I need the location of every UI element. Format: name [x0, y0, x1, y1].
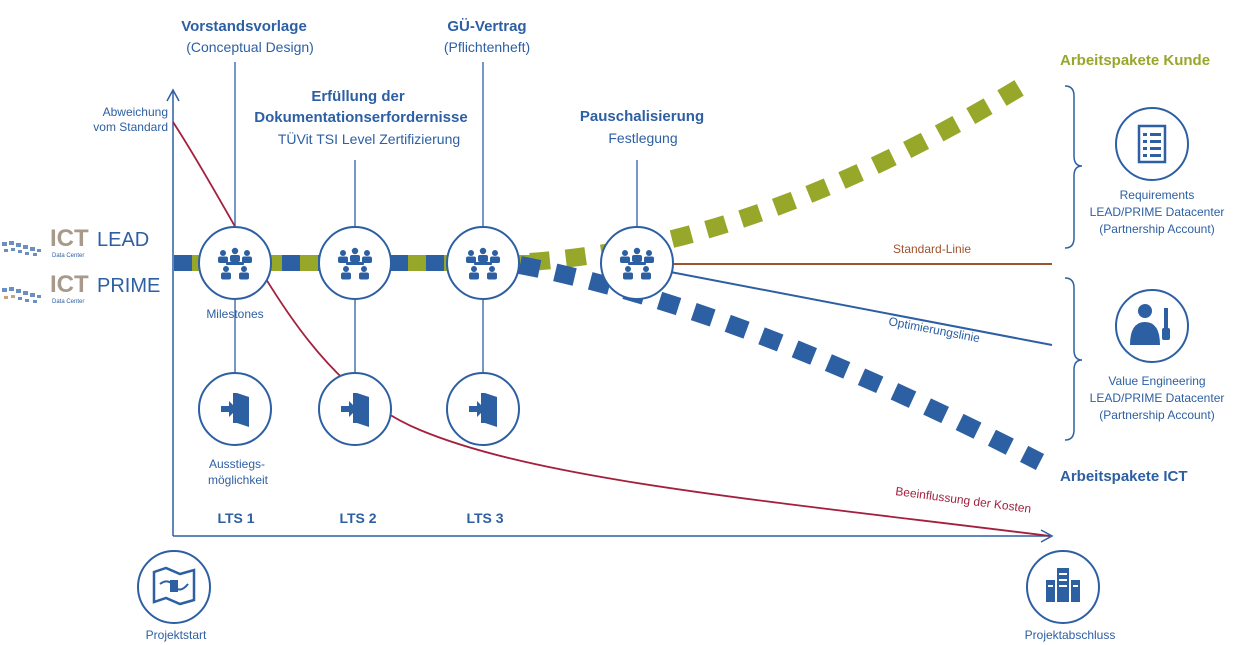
ict-lead-dots-icon — [2, 241, 41, 256]
header-erfuellung-sub: TÜVit TSI Level Zertifizierung — [278, 130, 460, 147]
brace-top-icon — [1064, 85, 1083, 249]
header-vorstandsvorlage-sub: (Conceptual Design) — [186, 39, 314, 55]
exit-option-1[interactable] — [198, 372, 272, 446]
project-end-circle[interactable] — [1026, 550, 1100, 624]
header-erfuellung-line2: Dokumentationserfordernisse — [254, 109, 467, 126]
lts-label-2: LTS 2 — [339, 510, 376, 526]
header-erfuellung-line1: Erfüllung der — [311, 88, 404, 105]
customer-work-package-curve — [529, 72, 1037, 271]
lts-label-1: LTS 1 — [217, 510, 254, 526]
exit-label-line2: möglichkeit — [208, 473, 269, 487]
ict-prime-dots-icon — [2, 287, 41, 303]
optimization-line — [659, 269, 1053, 346]
server-rack-icon — [1046, 568, 1080, 602]
header-pauschalisierung-sub: Festlegung — [608, 130, 677, 146]
ict-prime-brand: ICT — [50, 271, 89, 298]
axes — [166, 88, 1054, 543]
y-axis-label-line2: vom Standard — [93, 120, 168, 134]
value-engineering-line3: (Partnership Account) — [1099, 408, 1214, 422]
requirements-circle[interactable] — [1115, 107, 1189, 181]
milestone-3[interactable] — [446, 226, 520, 300]
milestone-1[interactable] — [198, 226, 272, 300]
map-icon — [152, 566, 196, 606]
header-gu-vertrag-sub: (Pflichtenheft) — [444, 39, 530, 55]
milestones-label: Milestones — [206, 307, 263, 321]
requirements-line2: LEAD/PRIME Datacenter — [1090, 205, 1225, 219]
value-engineering-line2: LEAD/PRIME Datacenter — [1090, 391, 1225, 405]
project-end-label: Projektabschluss — [1025, 628, 1116, 642]
ict-lead-brand: ICT — [50, 225, 89, 252]
checklist-icon — [1137, 124, 1167, 164]
ict-prime-name: PRIME — [97, 275, 160, 297]
ict-prime-sub: Data Center — [52, 299, 84, 305]
milestone-4[interactable] — [600, 226, 674, 300]
header-gu-vertrag-title: GÜ-Vertrag — [447, 18, 526, 35]
ict-lead-name: LEAD — [97, 229, 149, 251]
exit-option-3[interactable] — [446, 372, 520, 446]
requirements-line1: Requirements — [1120, 188, 1195, 202]
exit-label-line1: Ausstiegs- — [209, 457, 265, 471]
header-vorstandsvorlage-title: Vorstandsvorlage — [181, 18, 307, 35]
customer-work-package-label: Arbeitspakete Kunde — [1060, 52, 1210, 69]
cost-influence-label: Beeinflussung der Kosten — [895, 484, 1032, 516]
brace-bottom-icon — [1064, 277, 1083, 441]
x-axis-arrow-icon — [1040, 529, 1054, 543]
y-axis-label-line1: Abweichung — [103, 105, 168, 119]
engineer-icon — [1130, 304, 1170, 345]
ict-work-package-curve — [518, 256, 1045, 471]
requirements-line3: (Partnership Account) — [1099, 222, 1214, 236]
y-axis-arrow-icon — [166, 88, 180, 102]
value-engineering-circle[interactable] — [1115, 289, 1189, 363]
exit-option-2[interactable] — [318, 372, 392, 446]
ict-lead-logo: ICT LEAD Data Center — [2, 225, 149, 259]
lts-label-3: LTS 3 — [466, 510, 503, 526]
connector-lines — [234, 62, 638, 372]
standard-line-label: Standard-Linie — [893, 242, 971, 256]
optimization-line-label: Optimierungslinie — [887, 314, 981, 345]
ict-work-package-label: Arbeitspakete ICT — [1060, 468, 1188, 485]
ict-lead-sub: Data Center — [52, 253, 84, 259]
ict-prime-logo: ICT PRIME Data Center — [2, 271, 160, 305]
milestone-2[interactable] — [318, 226, 392, 300]
value-engineering-line1: Value Engineering — [1108, 374, 1205, 388]
project-start-label: Projektstart — [146, 628, 207, 642]
header-pauschalisierung-title: Pauschalisierung — [580, 108, 704, 125]
project-start-circle[interactable] — [137, 550, 211, 624]
